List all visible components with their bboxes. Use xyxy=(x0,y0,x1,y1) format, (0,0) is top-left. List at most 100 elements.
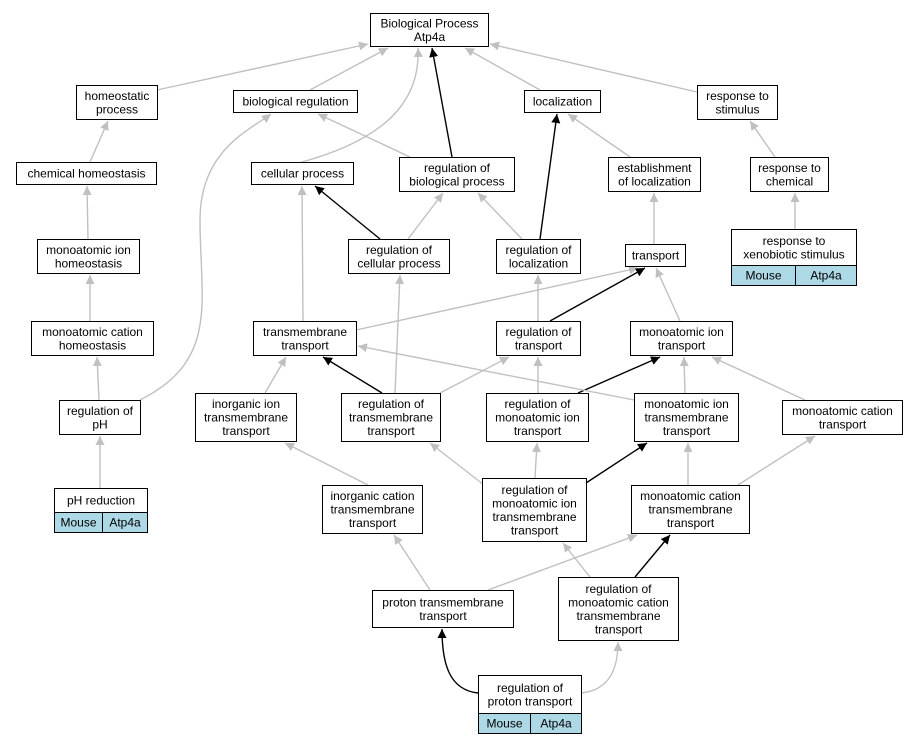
edge-resp_chem-to-resp_stim xyxy=(749,120,776,158)
nodes-layer: Biological ProcessAtp4ahomeostaticproces… xyxy=(16,13,903,734)
node-bioreg[interactable]: biological regulation xyxy=(233,90,358,113)
node-box xyxy=(399,157,515,192)
edge-bioreg-to-bp xyxy=(309,47,389,91)
node-label-line: Atp4a xyxy=(414,30,446,44)
node-label-line: regulation of xyxy=(505,325,572,339)
edge-reg_bp-to-bp xyxy=(429,47,453,158)
node-cellular[interactable]: cellular process xyxy=(251,162,354,185)
node-label-line: transport xyxy=(515,338,563,352)
edge-reg_tm-to-reg_transport xyxy=(439,356,510,394)
node-label-line: biological regulation xyxy=(242,95,348,109)
node-label-line: localization xyxy=(533,95,592,109)
edge-ion_tm-to-tm_transport xyxy=(357,343,635,401)
edge-ion_tm-to-ion_transport xyxy=(679,356,689,394)
edge-cation_tm-to-cation_transport xyxy=(737,435,816,486)
tag-atp4a-cell xyxy=(795,265,857,286)
edge-cellular-to-bp xyxy=(301,47,423,163)
node-label-line: response to xyxy=(758,161,821,175)
node-label-line: regulation of xyxy=(585,582,652,596)
node-label-line: regulation of xyxy=(505,243,572,257)
node-label-line: establishment xyxy=(617,161,692,175)
node-chem_homeo[interactable]: chemical homeostasis xyxy=(16,162,157,185)
edge-reg_cation_tm-to-cation_tm xyxy=(634,534,671,578)
edge-inorg_ion_tm-to-tm_transport xyxy=(264,356,287,394)
node-label-line: response to xyxy=(763,234,826,248)
edge-reg_loc-to-reg_bp xyxy=(477,192,523,240)
tag-label: Atp4a xyxy=(810,269,842,283)
node-transport[interactable]: transport xyxy=(625,244,686,267)
edge-reg_proton-to-reg_cation_tm xyxy=(580,641,623,694)
node-box xyxy=(54,488,148,513)
node-label-line: transport xyxy=(514,424,562,438)
node-label-line: transport xyxy=(667,516,715,530)
node-box xyxy=(76,85,158,120)
node-label-line: monoatomic cation xyxy=(568,595,669,609)
node-localization[interactable]: localization xyxy=(524,90,601,113)
node-label-line: monoatomic cation xyxy=(640,489,741,503)
node-label-line: monoatomic cation xyxy=(792,404,893,418)
node-box xyxy=(524,90,601,113)
node-box xyxy=(195,393,297,442)
edge-tm_transport-to-transport xyxy=(355,265,639,331)
node-label-line: transport xyxy=(511,523,559,537)
node-box xyxy=(482,478,587,542)
node-label-line: regulation of xyxy=(497,681,564,695)
node-label-line: regulation of xyxy=(67,404,134,418)
node-box xyxy=(634,393,739,442)
edge-reg_ion_transport-to-ion_transport xyxy=(577,356,661,394)
node-label-line: transport xyxy=(595,622,643,636)
edge-reg_transport-to-transport xyxy=(549,267,646,322)
tag-atp4a-cell xyxy=(530,713,582,734)
node-label-line: inorganic cation xyxy=(330,489,414,503)
node-label-line: Biological Process xyxy=(380,16,478,30)
node-box xyxy=(16,162,157,185)
node-label-line: transmembrane xyxy=(330,503,414,517)
node-label-line: transmembrane xyxy=(263,325,347,339)
node-box xyxy=(370,13,489,47)
node-box xyxy=(608,157,701,192)
node-box xyxy=(496,239,581,274)
node-label-line: transmembrane xyxy=(648,503,732,517)
node-label-line: process xyxy=(96,102,138,116)
node-label-line: regulation of xyxy=(424,161,491,175)
tag-label: Mouse xyxy=(60,516,96,530)
node-label-line: transmembrane xyxy=(349,411,433,425)
node-box xyxy=(697,85,778,120)
node-label-line: stimulus xyxy=(715,102,759,116)
node-box xyxy=(630,321,733,356)
edge-reg_cell-to-reg_bp xyxy=(407,192,444,240)
node-box xyxy=(782,400,903,435)
edge-inorg_cation_tm-to-inorg_ion_tm xyxy=(284,442,369,486)
node-box xyxy=(631,485,750,534)
edge-ion_homeo-to-chem_homeo xyxy=(82,185,92,240)
edge-cation_transport-to-ion_transport xyxy=(711,356,806,401)
node-label-line: regulation of xyxy=(504,397,571,411)
